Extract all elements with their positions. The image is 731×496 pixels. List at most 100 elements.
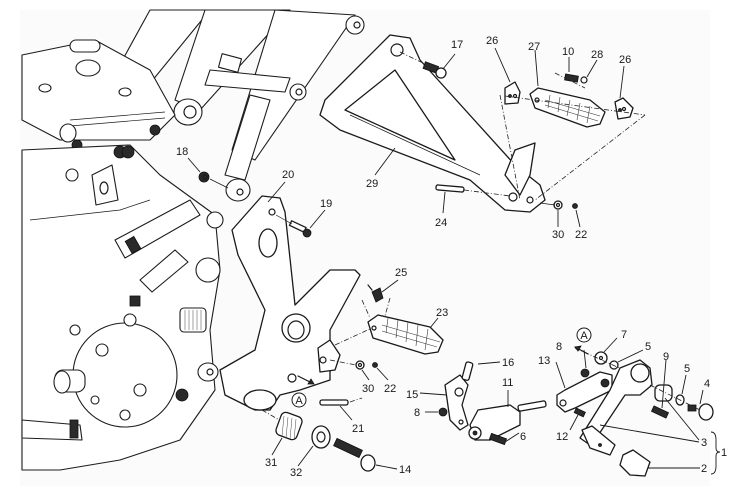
- bolt-12: [573, 407, 586, 418]
- plate-26-right-rivet: [618, 108, 622, 112]
- ref-arrowhead-a-right: [574, 345, 582, 352]
- washer-30-rear-hole: [555, 202, 561, 208]
- callout-14: 14: [399, 464, 411, 476]
- rear-footpeg-group: [499, 72, 646, 201]
- hose-clamp-2: [69, 419, 79, 439]
- callout-12: 12: [556, 431, 568, 443]
- leader-12: [569, 414, 579, 431]
- callout-29: 29: [366, 178, 378, 190]
- spring-25: [371, 287, 384, 303]
- hose-clamp-1: [124, 235, 142, 255]
- leader-26-right: [619, 65, 625, 99]
- bracket-20-pivot-bore: [281, 313, 311, 343]
- plate-26-right: [614, 97, 634, 120]
- callout-2: 2: [701, 463, 707, 475]
- nut-22-rear: [572, 203, 578, 209]
- bracket-29-cutout: [344, 69, 456, 161]
- pin-24: [435, 184, 465, 193]
- callout-17: 17: [451, 39, 463, 51]
- callout-30-front: 30: [362, 383, 374, 395]
- ref-arrowhead-a-left: [307, 378, 315, 385]
- cover-bolt-5: [123, 313, 137, 327]
- axis-rear-peg: [504, 95, 646, 116]
- crankcase-seam: [29, 199, 151, 221]
- leader-27: [534, 49, 539, 87]
- case-flange-hole: [99, 181, 109, 195]
- front-footpeg-group: [319, 284, 444, 406]
- callout-18: 18: [176, 146, 188, 158]
- bracket-20-clevis-hole: [319, 356, 327, 364]
- linkage-rod-11-shaft: [517, 400, 547, 412]
- cover-bolt-2: [133, 383, 147, 397]
- leader-3a: [664, 397, 700, 441]
- leader-5-left: [617, 349, 644, 363]
- pump-outlet-end: [53, 370, 71, 394]
- head-nut-2: [149, 124, 161, 136]
- reference-marker-a-left: A: [291, 392, 307, 408]
- leader-20: [267, 181, 286, 203]
- part-19-bolt: [275, 214, 312, 238]
- footpeg-27-grip: [544, 94, 601, 124]
- nut-8-left: [438, 407, 448, 417]
- leader-31: [271, 437, 283, 456]
- callout-22-rear: 22: [575, 229, 587, 241]
- leader-25: [381, 279, 399, 293]
- hose-clamp-3: [129, 295, 141, 307]
- callout-26-left: 26: [486, 35, 498, 47]
- callout-4: 4: [704, 378, 710, 390]
- cylinder-head: [21, 39, 176, 141]
- callout-26-right: 26: [619, 54, 631, 66]
- frame-strut: [224, 94, 271, 181]
- engine-and-frame: [21, 9, 365, 471]
- part-18-nut: [198, 171, 210, 183]
- leader-9: [661, 359, 667, 409]
- gear-lever-1: [579, 359, 653, 446]
- axis-front-peg: [329, 327, 373, 366]
- leader-24: [442, 191, 446, 214]
- gear-lever-1-bore: [630, 363, 650, 383]
- bracket-brace-1: [710, 431, 721, 475]
- bracket-20-lower-hole: [287, 373, 297, 383]
- ref-arrow-a-left: [297, 375, 311, 383]
- bolt-16: [461, 361, 474, 381]
- washer-5-left: [609, 360, 619, 370]
- bracket-29-pivot: [526, 196, 534, 204]
- rear-footrest-bracket: [319, 34, 546, 213]
- leader-7: [603, 337, 618, 353]
- leader-29: [374, 147, 396, 176]
- leader-17: [442, 53, 456, 70]
- cover-bolt-6: [90, 395, 100, 405]
- bolt-9: [650, 405, 670, 419]
- case-mount-hole: [206, 368, 214, 376]
- leader-23: [429, 317, 439, 329]
- callout-21: 21: [352, 423, 364, 435]
- callout-19: 19: [320, 198, 332, 210]
- bolt-19-head: [302, 228, 312, 238]
- callout-7: 7: [621, 329, 627, 341]
- leader-30-front: [361, 369, 370, 381]
- callout-16: 16: [502, 357, 514, 369]
- nut-22-front: [372, 362, 378, 368]
- case-mount-lug: [197, 362, 219, 382]
- gear-lever-peg-dot: [598, 443, 602, 447]
- leader-14: [375, 464, 398, 470]
- callout-5-right: 5: [684, 363, 690, 375]
- gear-lever-peg-shaft: [581, 425, 616, 456]
- callout-30-rear: 30: [552, 229, 564, 241]
- callout-20: 20: [282, 169, 294, 181]
- leader-lines: [187, 47, 721, 475]
- bracket-29-heel-plate: [504, 142, 536, 196]
- cover-bolt-4: [69, 324, 81, 336]
- linkage-rod-11: [469, 404, 521, 441]
- callout-11: 11: [502, 377, 513, 389]
- axis-rear-nut: [539, 202, 556, 206]
- rear-pin-group: [435, 184, 578, 210]
- bracket-20-pivot-bore-inner: [287, 320, 305, 340]
- callout-8-left: 8: [414, 407, 420, 419]
- cover-bolt-3: [119, 409, 131, 421]
- axis-18: [209, 178, 229, 189]
- cover-nut: [175, 388, 189, 402]
- washer-30-rear: [553, 200, 563, 210]
- callout-28: 28: [591, 49, 603, 61]
- frame-mount-eye-hole: [183, 105, 197, 119]
